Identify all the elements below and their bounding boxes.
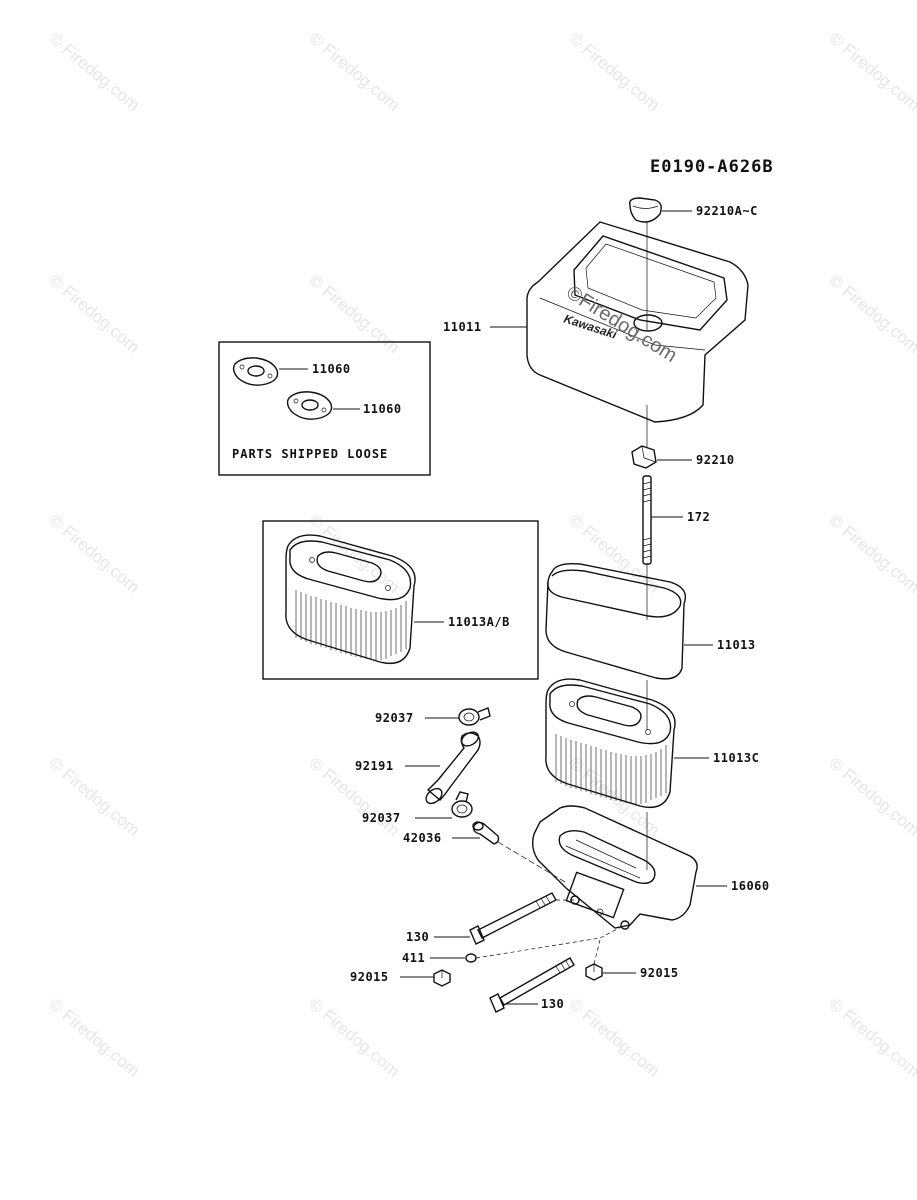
watermark: © Firedog.com (305, 271, 403, 357)
bolt-left-part (469, 892, 557, 945)
label-element-c: 11013C (713, 751, 759, 765)
label-gasket-1: 11060 (312, 362, 351, 376)
watermark: © Firedog.com (565, 995, 663, 1081)
watermark: © Firedog.com (825, 511, 917, 597)
label-element-ab: 11013A/B (448, 615, 510, 629)
label-precleaner: 11013 (717, 638, 756, 652)
washer-part (465, 953, 477, 963)
stud-part (642, 475, 652, 565)
cap-part (629, 197, 662, 223)
cover-part: Kawasaki ©Firedog.com (526, 221, 749, 423)
parts-shipped-loose-note: PARTS SHIPPED LOOSE (232, 447, 388, 461)
watermark: © Firedog.com (45, 995, 143, 1081)
label-clamp-top: 92037 (375, 711, 414, 725)
watermarks: © Firedog.com © Firedog.com © Firedog.co… (45, 29, 917, 1081)
watermark: © Firedog.com (825, 29, 917, 115)
label-gasket-2: 11060 (363, 402, 402, 416)
base-part (531, 805, 698, 930)
label-nut-right: 92015 (640, 966, 679, 980)
fitting-part (472, 821, 500, 845)
hose-part (425, 731, 481, 805)
watermark: © Firedog.com (45, 271, 143, 357)
label-washer: 411 (402, 951, 425, 965)
watermark: © Firedog.com (825, 995, 917, 1081)
nut-right-part (585, 963, 603, 981)
gasket-part-2 (286, 391, 333, 420)
label-nut-left: 92015 (350, 970, 389, 984)
watermark: © Firedog.com (565, 754, 663, 840)
label-hose: 92191 (355, 759, 394, 773)
element-box (262, 520, 539, 680)
gasket-part-1 (232, 357, 279, 386)
label-cover: 11011 (443, 320, 482, 334)
loose-parts-box (218, 341, 431, 476)
label-clamp-bottom: 92037 (362, 811, 401, 825)
element-c-part (545, 678, 676, 809)
label-fitting: 42036 (403, 831, 442, 845)
label-bolt-left: 130 (406, 930, 429, 944)
watermark: © Firedog.com (565, 511, 663, 597)
label-base: 16060 (731, 879, 770, 893)
bolt-bottom-part (489, 957, 575, 1013)
diagram-code: E0190-A626B (650, 157, 774, 177)
watermark: © Firedog.com (45, 29, 143, 115)
watermark: © Firedog.com (305, 995, 403, 1081)
label-bolt-bottom: 130 (541, 997, 564, 1011)
nut-left-part (433, 969, 451, 987)
label-stud: 172 (687, 510, 710, 524)
element-ab-part (285, 534, 416, 665)
watermark: © Firedog.com (565, 29, 663, 115)
clamp-bottom-part (451, 791, 473, 818)
label-cap: 92210A~C (696, 204, 758, 218)
label-nut: 92210 (696, 453, 735, 467)
watermark: © Firedog.com (45, 511, 143, 597)
watermark: © Firedog.com (825, 271, 917, 357)
precleaner-part (545, 562, 687, 680)
watermark: © Firedog.com (305, 29, 403, 115)
watermark: © Firedog.com (45, 754, 143, 840)
watermark: © Firedog.com (825, 754, 917, 840)
nut-part (631, 445, 657, 469)
clamp-top-part (458, 707, 491, 726)
